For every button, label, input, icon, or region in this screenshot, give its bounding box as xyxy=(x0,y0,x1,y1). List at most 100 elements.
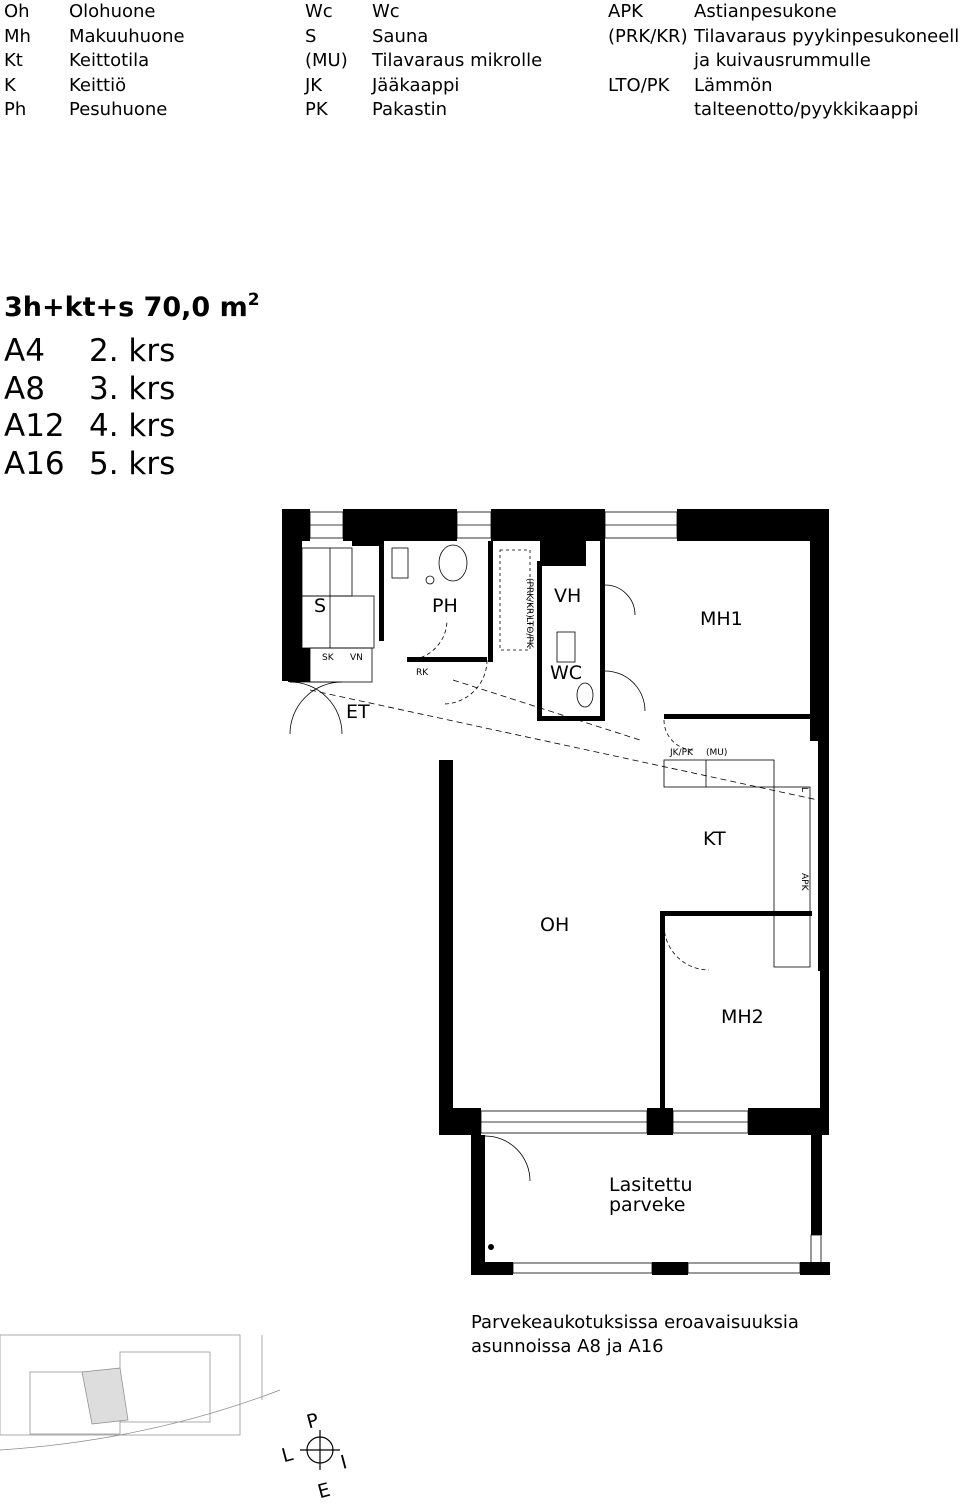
room-label-balcony: parveke xyxy=(609,1194,685,1216)
toilet xyxy=(438,544,468,582)
unit-row: A16 5. krs xyxy=(4,446,224,484)
fixture-label-rk: RK xyxy=(416,668,429,678)
unit-floor: 2. krs xyxy=(89,333,176,369)
balcony-glazing xyxy=(810,1234,822,1266)
legend-name: Pesuhuone xyxy=(69,99,168,120)
sink xyxy=(556,631,576,663)
unit-code: A8 xyxy=(4,370,45,407)
wall xyxy=(439,1108,481,1135)
fixture-label-apk: APK xyxy=(799,873,809,892)
unit-code: A16 xyxy=(4,445,65,482)
wall xyxy=(811,1135,822,1235)
fixture-label-jk-pk: JK/PK xyxy=(669,748,694,758)
legend-col2-names: Wc Sauna Tilavaraus mikrolle Jääkaappi P… xyxy=(372,0,542,123)
legend-code: Kt xyxy=(4,50,23,71)
wall xyxy=(800,1262,830,1275)
wall xyxy=(820,971,829,1111)
walls xyxy=(282,509,830,1275)
legend-name: Pakastin xyxy=(372,99,448,120)
wall xyxy=(660,911,812,916)
room-label-s: S xyxy=(314,595,326,617)
mh1-door-swing xyxy=(663,719,695,751)
unit-floor: 4. krs xyxy=(89,408,176,444)
legend-name: talteenotto/pyykkikaappi xyxy=(694,99,919,120)
legend-col3-names: Astianpesukone Tilavaraus pyykinpesukone… xyxy=(694,0,960,123)
ceiling-line xyxy=(309,689,819,801)
fixtures xyxy=(289,511,822,1274)
legend-name: ja kuivausrummulle xyxy=(694,50,871,71)
wall xyxy=(471,1135,485,1275)
area-superscript: 2 xyxy=(247,290,260,310)
unit-row: A4 2. krs xyxy=(4,333,224,371)
note-line: Parvekeaukotuksissa eroavaisuuksia xyxy=(471,1312,799,1333)
legend-name: Sauna xyxy=(372,25,429,47)
legend-code: Oh xyxy=(4,1,30,22)
legend-name: Keittotila xyxy=(69,50,150,71)
fixture-label-vn: VN xyxy=(350,653,363,663)
legend-code: Wc xyxy=(305,1,333,22)
unit-floor: 5. krs xyxy=(89,445,176,482)
legend-code: JK xyxy=(305,74,323,96)
compass-north: P xyxy=(304,1409,321,1433)
wall xyxy=(379,541,384,641)
unit-row: A8 3. krs xyxy=(4,371,224,409)
legend-code: S xyxy=(305,25,317,47)
legend-code: Ph xyxy=(4,99,27,120)
room-label-wc: WC xyxy=(550,662,582,684)
legend-col3-codes: APK (PRK/KR) LTO/PK xyxy=(608,0,688,123)
wall xyxy=(407,657,487,662)
room-label-oh: OH xyxy=(540,914,569,936)
balcony-glazing xyxy=(687,1262,801,1274)
balcony-glazing xyxy=(512,1262,653,1274)
unit-code: A4 xyxy=(4,333,45,369)
room-label-balcony: Lasitettu xyxy=(609,1174,693,1196)
wall xyxy=(282,541,302,681)
legend-name: Makuuhuone xyxy=(69,25,185,47)
site-building xyxy=(119,1351,211,1423)
wall xyxy=(471,1262,513,1275)
unit-floor: 3. krs xyxy=(89,370,176,407)
wall xyxy=(491,509,605,541)
legend-name: Jääkaappi xyxy=(372,74,460,96)
entrance-door-swing xyxy=(289,681,343,735)
door-swing xyxy=(442,659,488,705)
legend-code: (PRK/KR) xyxy=(608,25,688,47)
compass-south: E xyxy=(315,1479,332,1503)
sauna-bench xyxy=(301,595,375,649)
legend-name: Tilavaraus pyykinpesukoneelle xyxy=(694,25,960,47)
fixture-label-mu: (MU) xyxy=(706,748,727,758)
wall xyxy=(537,716,605,721)
wall xyxy=(652,1262,688,1275)
balcony-drain xyxy=(488,1244,494,1250)
sink xyxy=(391,547,409,579)
site-highlight xyxy=(81,1367,129,1425)
legend-name: Wc xyxy=(372,1,400,22)
wall xyxy=(748,1108,829,1135)
room-label-vh: VH xyxy=(554,585,581,607)
legend-col1-names: Olohuone Makuuhuone Keittotila Keittiö P… xyxy=(69,0,185,123)
apartment-type-text: 3h+kt+s 70,0 m xyxy=(4,292,248,323)
wall xyxy=(288,648,310,682)
room-labels: S PH VH MH1 WC ET KT OH MH2 Lasitettu pa… xyxy=(314,585,764,1216)
wall xyxy=(282,509,310,541)
fixture-labels: SK VN RK (PRK/KR) LTO/PK JK/PK (MU) L AP… xyxy=(322,578,809,892)
wall xyxy=(664,714,812,719)
legend-code: K xyxy=(4,74,16,96)
fixture-label-sk: SK xyxy=(322,653,335,663)
legend-code: (MU) xyxy=(305,50,348,71)
laundry-space xyxy=(499,549,531,651)
wall xyxy=(488,541,493,662)
site-plan xyxy=(0,1334,281,1451)
legend-code: APK xyxy=(608,1,643,22)
legend-col2-codes: Wc S (MU) JK PK xyxy=(305,0,348,123)
wall xyxy=(660,911,665,1109)
wall xyxy=(439,760,453,1110)
vh-door-swing xyxy=(604,584,636,616)
legend-code: Mh xyxy=(4,25,31,47)
legend-col1-codes: Oh Mh Kt K Ph xyxy=(4,0,31,123)
floor-drain xyxy=(425,575,435,585)
ceiling-line xyxy=(452,679,641,741)
